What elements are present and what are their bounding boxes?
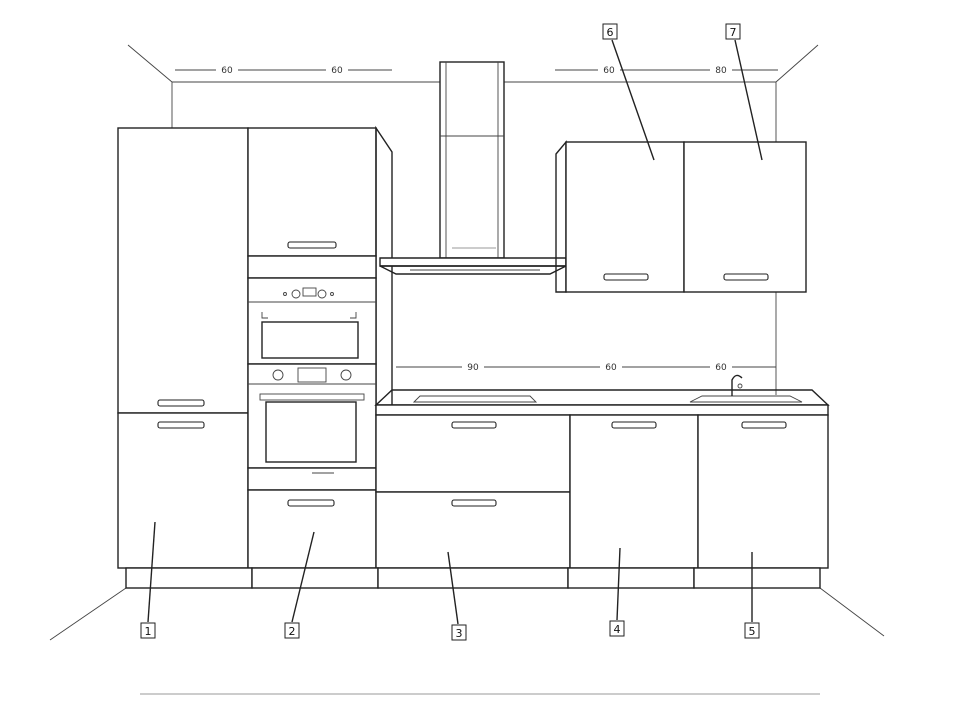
dim-label-counter-2: 60 [605, 363, 617, 373]
callout-2: 2 [284, 622, 300, 639]
callout-number: 5 [749, 625, 756, 638]
wall-cabinets [555, 140, 807, 293]
callout-6: 6 [602, 23, 618, 40]
callout-4: 4 [609, 620, 625, 637]
tall-cabinet-left [117, 127, 249, 569]
dim-label-top-right-1: 60 [603, 66, 615, 76]
dim-label-top-right-2: 80 [715, 66, 727, 76]
oven-column [247, 125, 393, 571]
counter-dimension-line: 90 60 60 [396, 361, 776, 373]
microwave [247, 277, 377, 365]
callout-leaders [147, 39, 763, 625]
sink [689, 395, 803, 403]
dim-label-counter-1: 90 [467, 363, 479, 373]
callout-3: 3 [451, 624, 467, 641]
callout-1: 1 [140, 622, 156, 639]
callout-number: 7 [730, 26, 737, 39]
top-dimension-line: 60 60 60 80 [175, 64, 778, 76]
plinth [125, 567, 821, 589]
faucet-icon [731, 374, 743, 396]
countertop [374, 374, 830, 416]
cooker-hood [379, 61, 567, 275]
callout-5: 5 [744, 622, 760, 639]
dim-label-top-left-1: 60 [221, 66, 233, 76]
callout-number: 3 [456, 627, 463, 640]
dim-label-top-left-2: 60 [331, 66, 343, 76]
callout-number: 2 [289, 625, 296, 638]
dim-label-counter-3: 60 [715, 363, 727, 373]
callout-number: 6 [607, 26, 614, 39]
callout-number: 4 [614, 623, 621, 636]
cooktop [412, 395, 538, 403]
oven [247, 363, 377, 469]
callout-number: 1 [145, 625, 152, 638]
base-cabinets [375, 414, 829, 569]
callout-7: 7 [725, 23, 741, 40]
